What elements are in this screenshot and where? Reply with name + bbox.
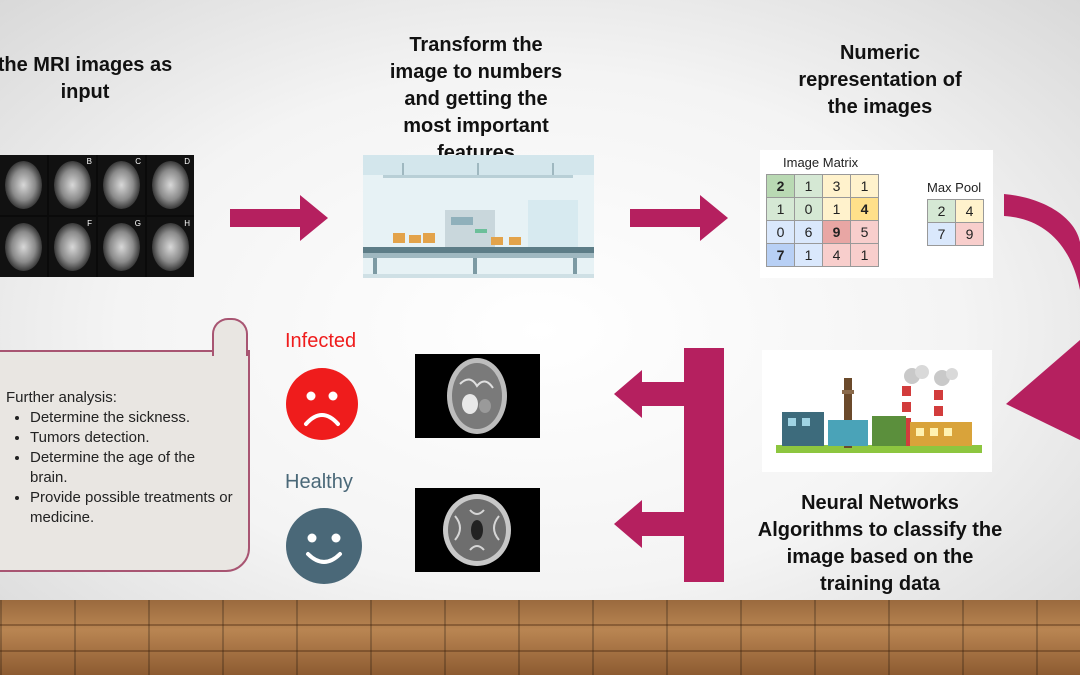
mri-scan-cell: D xyxy=(147,155,194,215)
nn-title-line2: Algorithms to classify the xyxy=(757,519,1003,541)
mri-cell-label: D xyxy=(184,157,190,166)
scroll-curl xyxy=(212,318,248,356)
numeric-title-line3: the images xyxy=(827,96,933,118)
mri-cell-label: F xyxy=(87,219,92,228)
mri-scan-cell: F xyxy=(49,217,96,277)
mri-brain-shape xyxy=(151,161,190,209)
transform-title: Transform the image to numbers and getti… xyxy=(366,32,586,167)
mri-scan-cell: C xyxy=(98,155,145,215)
matrix-cell: 0 xyxy=(766,220,795,244)
max-pool-title: Max Pool xyxy=(927,180,982,195)
transform-title-line3: and getting the xyxy=(404,88,548,110)
healthy-brain-scan xyxy=(415,488,540,572)
nn-title-line4: training data xyxy=(819,573,940,595)
mri-image-grid: B C D F G H xyxy=(0,155,194,277)
conveyor-factory-illustration xyxy=(363,155,594,278)
mri-brain-shape xyxy=(53,223,92,271)
mri-cell-label: H xyxy=(184,219,190,228)
numeric-title: Numeric representation of the images xyxy=(770,40,990,121)
sad-face-icon xyxy=(286,368,358,440)
analysis-item: Provide possible treatments or medicine. xyxy=(30,488,236,528)
nn-title-line3: image based on the xyxy=(786,546,974,568)
neural-networks-title: Neural Networks Algorithms to classify t… xyxy=(735,490,1025,598)
arrow-to-transform xyxy=(230,195,328,241)
mri-brain-shape xyxy=(53,161,92,209)
image-matrix-title: Image Matrix xyxy=(783,155,859,170)
transform-title-line1: Transform the xyxy=(409,34,543,56)
mri-brain-shape xyxy=(4,161,43,209)
mri-brain-shape xyxy=(102,161,141,209)
nn-title-line1: Neural Networks xyxy=(801,492,959,514)
analysis-heading: Further analysis: xyxy=(6,389,117,406)
matrix-cell: 1 xyxy=(794,243,823,267)
numeric-title-line1: Numeric xyxy=(839,42,921,64)
mri-cell-label: C xyxy=(135,157,141,166)
wooden-floor xyxy=(0,600,1080,675)
matrix-cell: 1 xyxy=(766,197,795,221)
mri-cell-label: G xyxy=(134,219,141,228)
pool-cell: 7 xyxy=(927,222,956,246)
matrix-cell: 9 xyxy=(822,220,851,244)
mri-scan-cell: G xyxy=(98,217,145,277)
numeric-title-line2: representation of xyxy=(798,69,962,91)
curved-arrow-right xyxy=(1004,194,1080,440)
further-analysis-panel: Further analysis: Determine the sickness… xyxy=(6,388,236,528)
analysis-scroll xyxy=(0,350,250,572)
matrix-cell: 4 xyxy=(850,197,879,221)
industrial-factory-illustration xyxy=(762,350,992,472)
mri-scan-cell xyxy=(0,155,47,215)
matrix-cell: 1 xyxy=(822,197,851,221)
mri-brain-shape xyxy=(151,223,190,271)
transform-title-line4: most important xyxy=(403,115,549,137)
input-title-line1: the MRI images as xyxy=(0,54,173,76)
input-title: the MRI images as input xyxy=(0,52,190,106)
mri-brain-shape xyxy=(102,223,141,271)
input-title-line2: input xyxy=(60,81,110,103)
infected-label: Infected xyxy=(285,330,357,352)
analysis-list: Determine the sickness. Tumors detection… xyxy=(6,408,236,528)
pool-cell: 4 xyxy=(955,199,984,223)
pool-cell: 9 xyxy=(955,222,984,246)
arrow-to-matrix xyxy=(630,195,728,241)
matrix-cell: 4 xyxy=(822,243,851,267)
mri-scan-cell: H xyxy=(147,217,194,277)
happy-face-icon xyxy=(286,508,362,584)
mri-brain-shape xyxy=(4,223,43,271)
matrix-cell: 6 xyxy=(794,220,823,244)
matrix-cell: 2 xyxy=(766,174,795,198)
infected-brain-scan xyxy=(415,354,540,438)
mri-cell-label: B xyxy=(86,157,92,166)
matrix-cell: 1 xyxy=(850,243,879,267)
pool-cell: 2 xyxy=(927,199,956,223)
matrix-cell: 1 xyxy=(850,174,879,198)
transform-title-line2: image to numbers xyxy=(389,61,563,83)
matrix-cell: 1 xyxy=(794,174,823,198)
mri-scan-cell: B xyxy=(49,155,96,215)
analysis-item: Determine the age of the brain. xyxy=(30,448,236,488)
matrix-cell: 0 xyxy=(794,197,823,221)
healthy-label: Healthy xyxy=(285,471,353,493)
matrix-cell: 3 xyxy=(822,174,851,198)
mri-scan-cell xyxy=(0,217,47,277)
matrix-cell: 5 xyxy=(850,220,879,244)
analysis-item: Tumors detection. xyxy=(30,428,236,448)
matrix-cell: 7 xyxy=(766,243,795,267)
classification-splitter-arrows xyxy=(614,348,724,582)
analysis-item: Determine the sickness. xyxy=(30,408,236,428)
